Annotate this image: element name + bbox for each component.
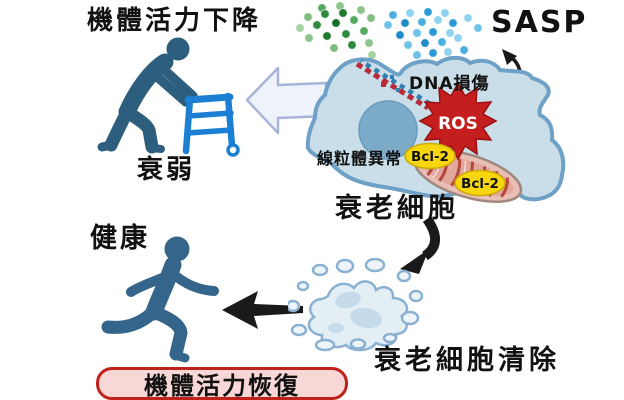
- vitality-recovery-box: 機體活力恢復: [96, 367, 348, 400]
- bcl2-label: Bcl-2: [411, 149, 449, 165]
- elderly-person-with-walker-icon: [97, 37, 240, 157]
- sasp-dot: [473, 23, 483, 33]
- walker-icon: [182, 92, 240, 157]
- sasp-dot: [428, 48, 438, 58]
- sasp-dot: [395, 30, 405, 40]
- bcl2-badge: Bcl-2: [454, 169, 506, 197]
- senescent-cell-label: 衰老細胞: [335, 193, 459, 224]
- sasp-dot: [463, 13, 473, 23]
- bcl2-label: Bcl-2: [461, 176, 499, 192]
- sasp-dot: [448, 18, 458, 28]
- sasp-dot: [312, 20, 322, 30]
- sasp-dot: [437, 37, 447, 47]
- sasp-dot: [388, 10, 398, 20]
- sasp-dot: [428, 27, 438, 37]
- cell-debris-patches: [328, 291, 382, 333]
- bcl2-badge: Bcl-2: [404, 142, 456, 170]
- sasp-dot: [433, 15, 443, 25]
- senescent-cell-icon: ROS Bcl-2 Bcl-2: [305, 55, 566, 203]
- sasp-dot: [420, 38, 430, 48]
- sasp-dot: [347, 40, 357, 50]
- sasp-dot: [338, 8, 348, 18]
- frailty-label: 衰弱: [137, 155, 196, 185]
- elderly-person-icon: [97, 37, 198, 154]
- sasp-dot: [304, 33, 314, 43]
- sasp-dot: [341, 29, 351, 39]
- health-label: 健康: [90, 223, 150, 254]
- sasp-dot: [364, 38, 374, 48]
- sasp-dot: [359, 26, 369, 36]
- sasp-dot: [453, 33, 463, 43]
- sasp-dot: [349, 15, 359, 25]
- sasp-dot: [322, 31, 332, 41]
- sasp-dot: [383, 20, 393, 30]
- sasp-dot: [295, 23, 305, 33]
- runner-icon: [101, 236, 219, 363]
- sasp-dot: [400, 18, 410, 28]
- sasp-dot: [403, 40, 413, 50]
- sasp-dot: [417, 17, 427, 27]
- damaged-dna-icon: [355, 59, 434, 111]
- sasp-dot: [356, 5, 366, 15]
- sasp-dots: [295, 1, 483, 60]
- sasp-dot: [412, 50, 422, 60]
- left-black-arrow-icon: [222, 291, 303, 329]
- sasp-dot: [405, 8, 415, 18]
- ros-burst-icon: ROS: [418, 81, 498, 161]
- mitochondria-abnormal-label: 線粒體異常: [317, 149, 403, 168]
- vitality-recovery-label: 機體活力恢復: [144, 372, 300, 400]
- sasp-dot: [320, 9, 330, 19]
- sasp-dot: [329, 43, 339, 53]
- sasp-dot: [366, 13, 376, 23]
- sasp-dot: [423, 7, 433, 17]
- dna-damage-label: DNA損傷: [409, 74, 490, 94]
- down-curved-arrow-icon: [400, 216, 440, 274]
- sasp-dot: [412, 28, 422, 38]
- nucleus-icon: [358, 100, 418, 160]
- cleared-cell-icon: [288, 258, 424, 352]
- senescent-cell-clearance-label: 衰老細胞清除: [374, 345, 560, 376]
- sasp-dot: [445, 28, 455, 38]
- sasp-dot: [440, 8, 450, 18]
- title-vitality-decline: 機體活力下降: [87, 6, 262, 36]
- sasp-label: SASP: [491, 5, 588, 40]
- sasp-dot: [303, 12, 313, 22]
- ros-label: ROS: [438, 114, 478, 134]
- sasp-dot: [459, 45, 469, 55]
- sasp-dot: [443, 47, 453, 57]
- sasp-dot: [331, 18, 341, 28]
